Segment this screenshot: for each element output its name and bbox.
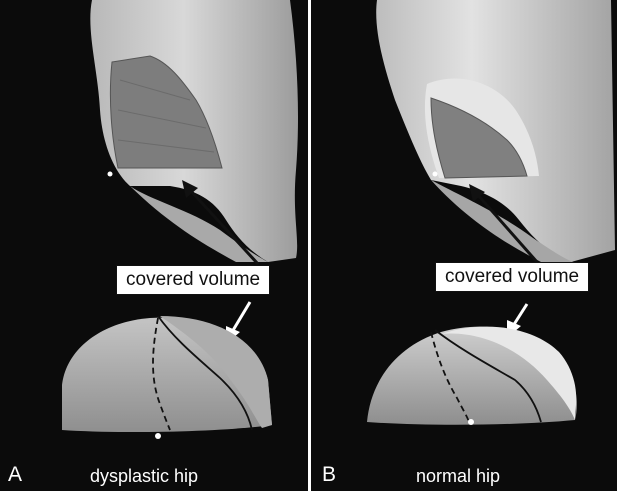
panel-letter-b: B [322, 463, 336, 487]
panel-a-dysplastic: covered volume A dysplastic hip [0, 0, 308, 491]
panel-caption-b: normal hip [416, 466, 500, 487]
panel-a-render [0, 0, 308, 491]
panel-b-render [311, 0, 617, 491]
panel-caption-a: dysplastic hip [90, 466, 198, 487]
covered-volume-callout-a: covered volume [116, 265, 270, 295]
panel-b-normal: covered volume B normal hip [311, 0, 617, 491]
panel-letter-a: A [8, 463, 22, 487]
covered-volume-callout-b: covered volume [435, 262, 589, 292]
